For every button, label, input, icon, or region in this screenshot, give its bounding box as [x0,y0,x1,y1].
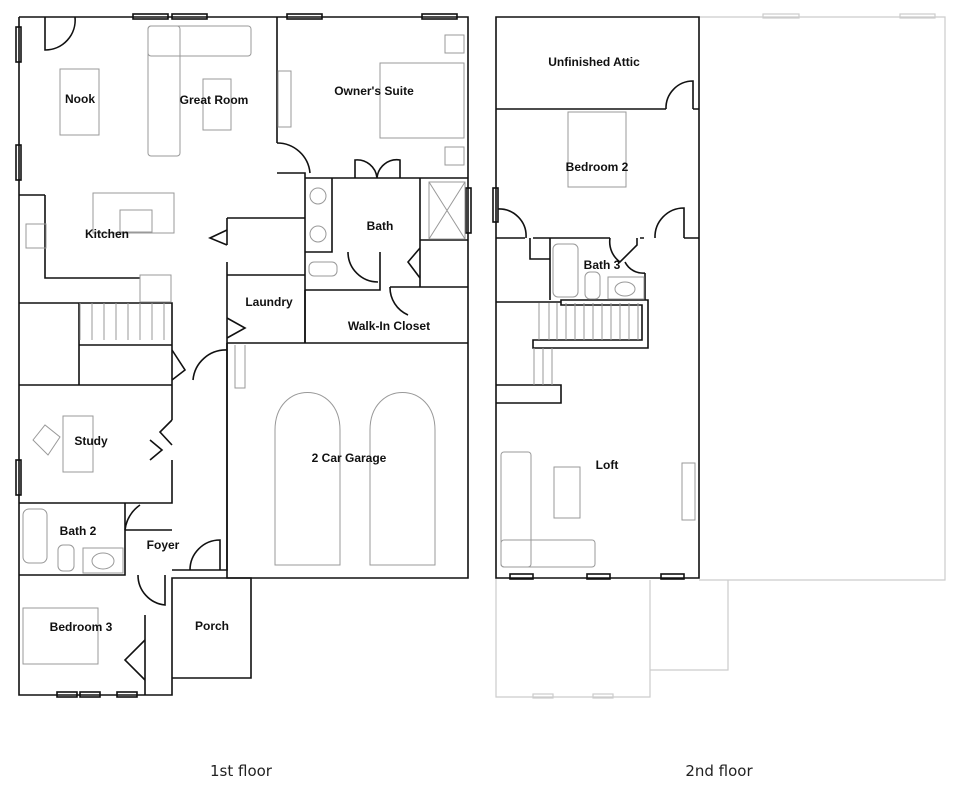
floor-caption-1st: 1st floor [210,762,273,780]
room-label-study: Study [74,434,108,448]
room-labels: Nook Great Room Owner's Suite Kitchen Ba… [50,84,430,634]
windows [492,187,685,580]
room-label-great-room: Great Room [180,93,249,107]
room-label-unfinished-attic: Unfinished Attic [548,55,640,69]
room-label-bedroom-2: Bedroom 2 [566,160,629,174]
walls [18,16,469,696]
room-label-porch: Porch [195,619,229,633]
room-label-kitchen: Kitchen [85,227,129,241]
room-label-nook: Nook [65,92,95,106]
first-floor-plan: Nook Great Room Owner's Suite Kitchen Ba… [15,13,472,780]
windows [15,13,472,698]
furniture [22,25,466,665]
room-labels: Unfinished Attic Bedroom 2 Bath 3 Loft [548,55,640,472]
room-label-loft: Loft [596,458,619,472]
ghost-outline [495,13,946,699]
room-label-garage: 2 Car Garage [312,451,387,465]
room-label-bedroom-3: Bedroom 3 [50,620,113,634]
room-label-walk-in-closet: Walk-In Closet [348,319,430,333]
room-label-foyer: Foyer [147,538,180,552]
second-floor-plan: Unfinished Attic Bedroom 2 Bath 3 Loft 2… [492,13,946,780]
room-label-bath-2: Bath 2 [60,524,97,538]
room-label-laundry: Laundry [245,295,293,309]
furniture [500,111,696,568]
doors [497,80,694,274]
room-label-bath-3: Bath 3 [584,258,621,272]
walls [495,16,700,579]
doors [44,16,421,681]
room-label-bath: Bath [367,219,394,233]
room-label-owners-suite: Owner's Suite [334,84,414,98]
floor-caption-2nd: 2nd floor [685,762,753,780]
